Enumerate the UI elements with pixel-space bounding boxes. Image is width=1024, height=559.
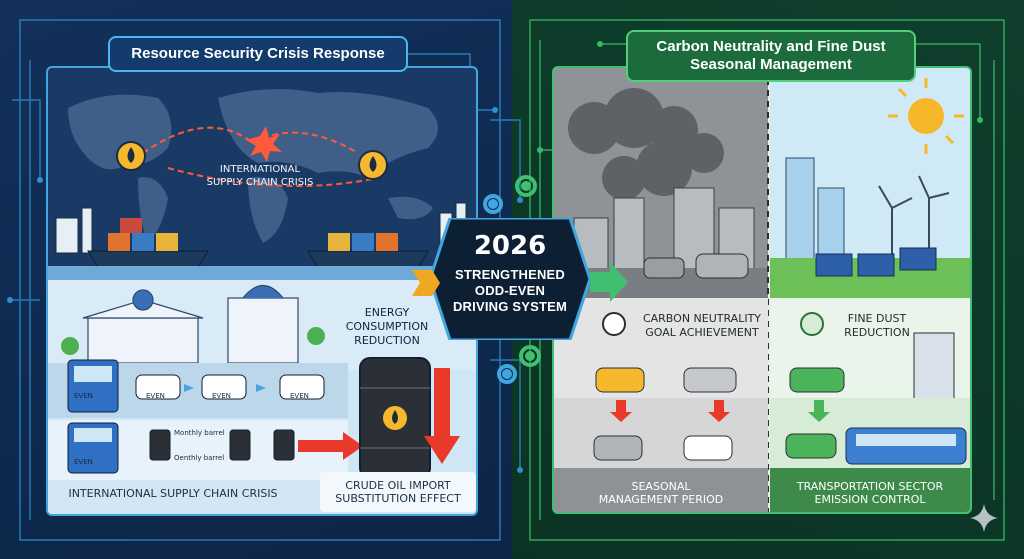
- sparkle-icon: [970, 504, 998, 532]
- oil-barrel: [359, 357, 431, 479]
- car-icon: [593, 433, 837, 461]
- fine-dust-label: FINE DUST REDUCTION: [844, 312, 910, 339]
- center-year: 2026: [473, 231, 547, 261]
- explosion-icon: [246, 126, 282, 162]
- carbon-neutrality-panel: [552, 66, 972, 514]
- bus-icon: [67, 359, 119, 413]
- car-plate: EVEN: [290, 392, 309, 400]
- wind-icon: [800, 312, 824, 336]
- chevron-arrow-icon: [184, 384, 266, 392]
- bus-icon: [845, 427, 967, 465]
- center-badge: [430, 218, 590, 340]
- oenthly-barrel-label: Oenthly barrel: [174, 454, 225, 462]
- smog-clouds: [568, 88, 724, 200]
- resource-security-panel: [46, 66, 478, 516]
- sun-icon: [888, 78, 964, 154]
- bus-plate: EVEN: [74, 392, 93, 400]
- seasonal-management-label: SEASONAL MANAGEMENT PERIOD: [598, 479, 724, 506]
- supply-chain-footer: INTERNATIONAL SUPPLY CHAIN CRISIS: [68, 487, 278, 501]
- government-building: [82, 284, 299, 364]
- car-plate: EVEN: [212, 392, 231, 400]
- monthly-barrel-label: Monthly barrel: [174, 429, 225, 437]
- police-car: [135, 374, 325, 400]
- solar-panel-icon: [815, 247, 937, 277]
- resource-security-illustration: [48, 68, 476, 514]
- map-caption: INTERNATIONAL SUPPLY CHAIN CRISIS: [206, 164, 314, 188]
- carbon-neutrality-illustration: [554, 68, 970, 512]
- oil-substitution-label: CRUDE OIL IMPORT SUBSTITUTION EFFECT: [320, 472, 476, 512]
- down-arrow: [610, 400, 730, 422]
- bus-icon: [67, 422, 119, 474]
- transport-emission-label: TRANSPORTATION SECTOR EMISSION CONTROL: [796, 479, 944, 506]
- car-plate: EVEN: [146, 392, 165, 400]
- center-subtitle: STRENGTHENED ODD-EVEN DRIVING SYSTEM: [452, 266, 568, 315]
- resource-security-title: Resource Security Crisis Response: [108, 36, 408, 72]
- bus-plate-2: EVEN: [74, 458, 93, 466]
- center-title: 2026 STRENGTHENED ODD-EVEN DRIVING SYSTE…: [438, 232, 582, 315]
- carbon-neutrality-title: Carbon Neutrality and Fine Dust Seasonal…: [626, 30, 916, 82]
- oil-drop-icon: [116, 141, 146, 171]
- decrease-arrow: [424, 368, 460, 464]
- cargo-ship-left: [87, 218, 209, 269]
- car-icon: [595, 367, 845, 393]
- oil-drop-icon: [358, 150, 388, 180]
- cargo-ship-right: [307, 233, 429, 269]
- car-icon: [643, 253, 749, 279]
- energy-consumption-label: ENERGY CONSUMPTION REDUCTION: [345, 306, 429, 347]
- recycle-icon: [602, 312, 626, 336]
- ev-charger: [913, 332, 955, 404]
- carbon-neutrality-label: CARBON NEUTRALITY GOAL ACHIEVEMENT: [642, 312, 762, 339]
